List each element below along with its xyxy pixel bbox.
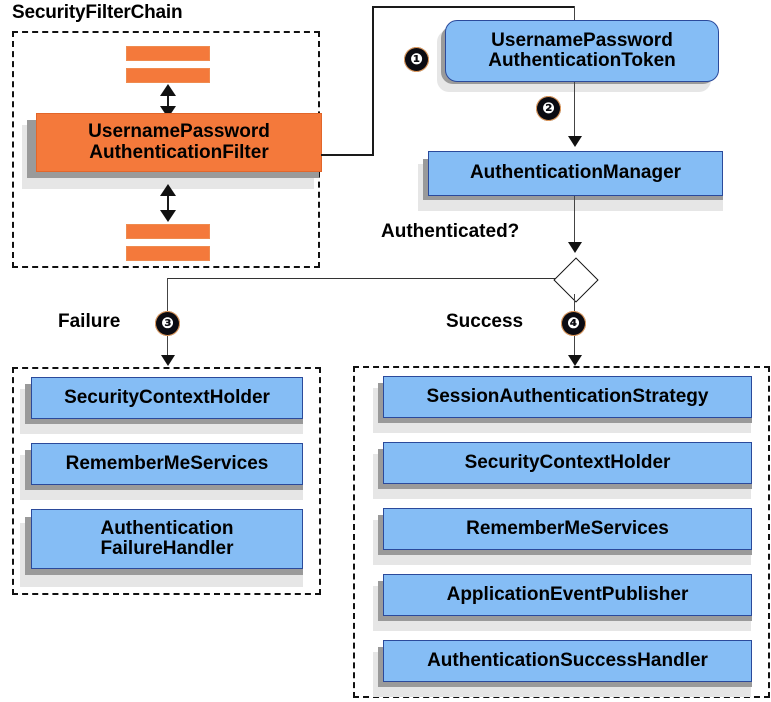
success-item-5-wrap: AuthenticationSuccessHandler: [373, 640, 761, 697]
arrow-down-icon-manager-to-decision: [568, 242, 582, 253]
username-password-authentication-filter-wrap: UsernamePassword AuthenticationFilter: [22, 113, 322, 189]
decision-diamond: [553, 257, 599, 303]
failure-branch-label: Failure: [58, 311, 121, 332]
node-authentication-manager[interactable]: AuthenticationManager: [428, 151, 723, 196]
token-label-line1: UsernamePassword: [491, 29, 673, 51]
failure-item-2-wrap: RememberMeServices: [20, 443, 312, 500]
arrow-up-icon-bottom: [160, 184, 176, 196]
success-item-4-label: ApplicationEventPublisher: [446, 583, 689, 605]
node-success-security-context-holder[interactable]: SecurityContextHolder: [383, 442, 752, 484]
node-username-password-authentication-filter[interactable]: UsernamePassword AuthenticationFilter: [36, 113, 322, 172]
connector-filter-to-token-seg3: [372, 6, 575, 8]
node-success-authentication-success-handler[interactable]: AuthenticationSuccessHandler: [383, 640, 752, 682]
node-success-remember-me-services[interactable]: RememberMeServices: [383, 508, 752, 550]
filter-placeholder-bar-top-1: [126, 46, 210, 61]
success-item-3-wrap: RememberMeServices: [373, 508, 761, 565]
authentication-manager-wrap: AuthenticationManager: [418, 151, 730, 211]
manager-label: AuthenticationManager: [469, 162, 682, 184]
connector-filter-to-token-seg1: [321, 154, 374, 156]
success-item-1-label: SessionAuthenticationStrategy: [426, 385, 709, 407]
arrow-down-icon-success: [568, 355, 582, 366]
node-username-password-authentication-token[interactable]: UsernamePassword AuthenticationToken: [445, 20, 719, 82]
arrow-down-icon-token-to-manager: [568, 136, 582, 147]
connector-filter-to-token-seg4: [574, 6, 575, 28]
failure-item-3-wrap: Authentication FailureHandler: [20, 509, 312, 587]
failure-item-1-label: SecurityContextHolder: [64, 386, 270, 408]
node-failure-remember-me-services[interactable]: RememberMeServices: [31, 443, 303, 485]
arrow-down-icon-failure: [161, 355, 175, 366]
filter-placeholder-bar-bottom-2: [126, 246, 210, 261]
connector-decision-to-failure-seg1: [167, 278, 555, 279]
node-success-application-event-publisher[interactable]: ApplicationEventPublisher: [383, 574, 752, 616]
failure-item-3-label-line1: Authentication: [100, 517, 234, 539]
filter-label-line1: UsernamePassword: [88, 121, 270, 143]
username-password-authentication-token-wrap: UsernamePassword AuthenticationToken: [437, 20, 719, 92]
failure-group-container: SecurityContextHolder RememberMeServices…: [12, 367, 321, 595]
badge-step-1: ❶: [404, 47, 429, 72]
token-label-line2: AuthenticationToken: [488, 50, 676, 71]
badge-step-3: ❸: [155, 311, 180, 336]
success-item-4-wrap: ApplicationEventPublisher: [373, 574, 761, 631]
filter-placeholder-bar-top-2: [126, 68, 210, 83]
arrow-up-icon-top: [160, 84, 176, 96]
success-group-container: SessionAuthenticationStrategy SecurityCo…: [353, 366, 770, 698]
success-item-2-wrap: SecurityContextHolder: [373, 442, 761, 499]
success-item-5-label: AuthenticationSuccessHandler: [427, 649, 708, 671]
success-item-1-wrap: SessionAuthenticationStrategy: [373, 376, 761, 433]
connector-filter-to-token-seg2: [372, 6, 374, 156]
success-item-3-label: RememberMeServices: [466, 517, 669, 539]
decision-label: Authenticated?: [381, 221, 520, 242]
node-failure-authentication-failure-handler[interactable]: Authentication FailureHandler: [31, 509, 303, 569]
failure-item-1-wrap: SecurityContextHolder: [20, 377, 312, 434]
connector-manager-to-decision: [574, 196, 575, 243]
filter-chain-link-top: [167, 92, 169, 116]
filter-placeholder-bar-bottom-1: [126, 224, 210, 239]
failure-item-2-label: RememberMeServices: [65, 452, 269, 474]
badge-step-2: ❷: [536, 96, 561, 121]
filter-chain-link-bottom: [167, 192, 169, 220]
arrow-down-icon-bottom: [160, 210, 176, 222]
connector-token-to-manager: [574, 82, 575, 138]
success-branch-label: Success: [446, 311, 524, 332]
success-item-2-label: SecurityContextHolder: [464, 451, 671, 473]
badge-step-4: ❹: [561, 311, 586, 336]
security-filter-chain-title: SecurityFilterChain: [12, 2, 183, 23]
node-failure-security-context-holder[interactable]: SecurityContextHolder: [31, 377, 303, 419]
node-success-session-authentication-strategy[interactable]: SessionAuthenticationStrategy: [383, 376, 752, 418]
filter-label-line2: AuthenticationFilter: [89, 141, 269, 163]
failure-item-3-label-line2: FailureHandler: [100, 538, 234, 559]
